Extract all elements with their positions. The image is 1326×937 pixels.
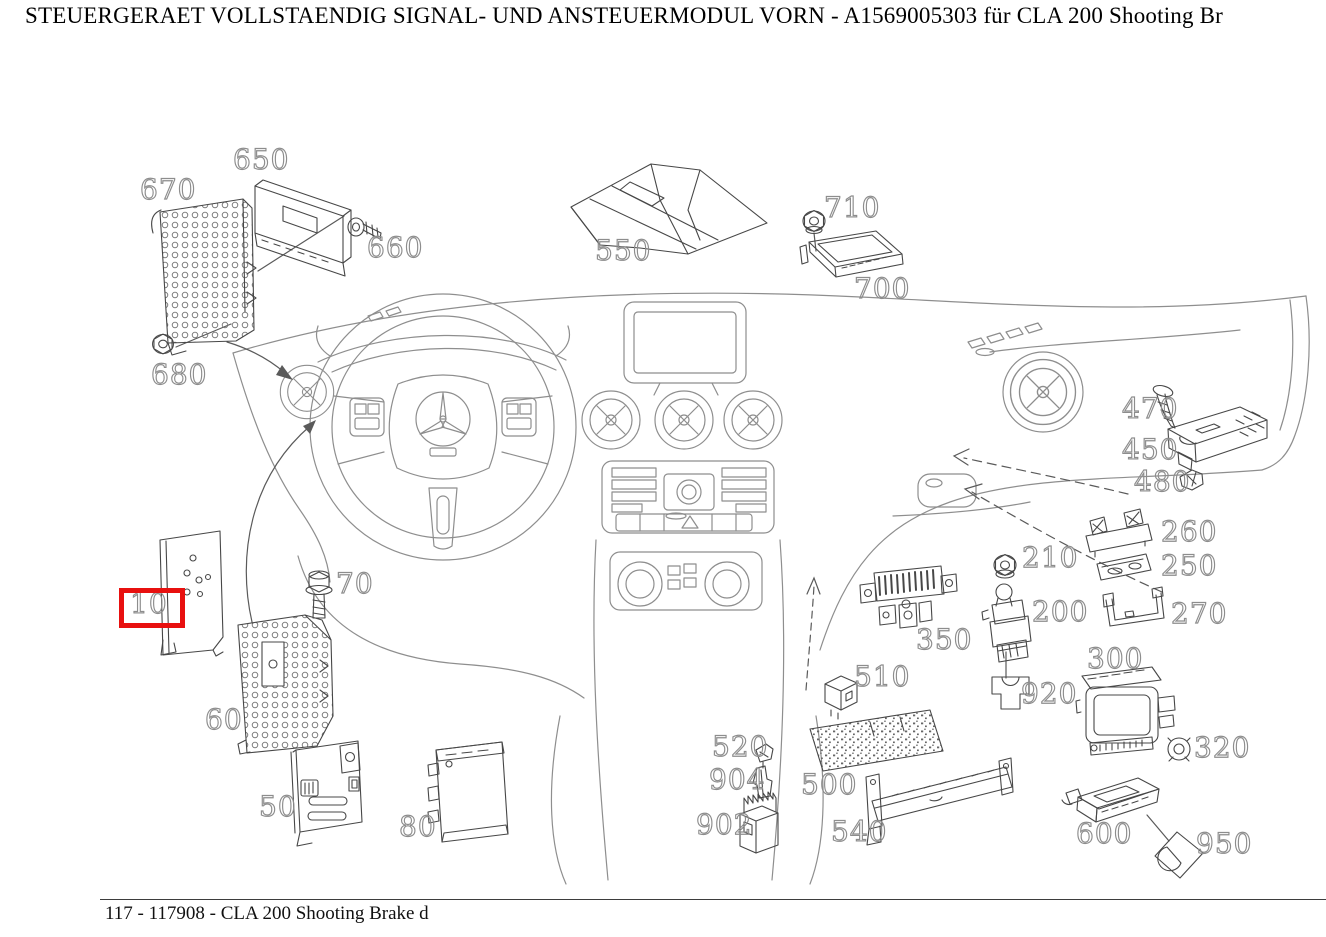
- part-drawing-450: [1167, 406, 1268, 471]
- part-drawing-650: [254, 179, 352, 277]
- lower-console-tunnel: [550, 539, 824, 885]
- part-label-660[interactable]: 660: [366, 231, 424, 264]
- footer-divider: [100, 899, 1326, 900]
- part-label-950[interactable]: 950: [1195, 827, 1253, 860]
- highlight-box: [119, 588, 185, 628]
- part-label-250[interactable]: 250: [1160, 549, 1218, 582]
- part-label-680[interactable]: 680: [150, 358, 208, 391]
- part-label-650[interactable]: 650: [232, 143, 290, 176]
- leader-lines: [175, 215, 1170, 842]
- part-label-500[interactable]: 500: [800, 768, 858, 801]
- part-label-450[interactable]: 450: [1121, 433, 1179, 466]
- page-title: STEUERGERAET VOLLSTAENDIG SIGNAL- UND AN…: [25, 3, 1224, 28]
- part-drawing-300: [1075, 666, 1176, 756]
- glove-box: [892, 473, 1031, 517]
- steering-wheel: [309, 293, 577, 561]
- part-label-700[interactable]: 700: [853, 272, 911, 305]
- part-drawing-500: [809, 709, 944, 772]
- part-label-540[interactable]: 540: [830, 815, 888, 848]
- part-drawing-550: [570, 163, 768, 255]
- part-label-550[interactable]: 550: [594, 234, 652, 267]
- instrument-cluster-hood: [317, 334, 567, 373]
- part-drawing-660: [347, 217, 382, 240]
- part-drawing-270: [1102, 586, 1165, 627]
- part-drawing-350: [859, 565, 958, 629]
- part-drawing-680: [152, 333, 174, 355]
- part-label-80[interactable]: 80: [398, 810, 437, 843]
- part-label-920[interactable]: 920: [1020, 677, 1078, 710]
- part-drawing-540: [865, 757, 1014, 846]
- part-label-200[interactable]: 200: [1031, 595, 1089, 628]
- part-label-10[interactable]: 10: [129, 587, 168, 620]
- part-drawing-200: [981, 583, 1032, 663]
- part-drawing-50: [290, 740, 363, 847]
- part-label-670[interactable]: 670: [139, 173, 197, 206]
- part-label-320[interactable]: 320: [1193, 731, 1251, 764]
- footer-caption: 117 - 117908 - CLA 200 Shooting Brake d: [105, 903, 429, 924]
- part-drawing-950: [1154, 831, 1204, 879]
- part-drawing-670: [151, 198, 257, 356]
- part-label-904[interactable]: 904: [708, 763, 766, 796]
- part-drawing-250: [1096, 553, 1152, 581]
- part-drawing-920: [991, 676, 1030, 710]
- part-label-270[interactable]: 270: [1170, 597, 1228, 630]
- part-label-600[interactable]: 600: [1075, 817, 1133, 850]
- part-drawings: [151, 163, 1268, 879]
- part-drawing-260: [1085, 508, 1153, 558]
- part-drawing-320: [1167, 737, 1191, 762]
- part-drawing-700: [799, 230, 904, 278]
- mercedes-star-icon: [415, 391, 471, 447]
- part-label-470[interactable]: 470: [1121, 392, 1179, 425]
- center-display: [623, 301, 747, 396]
- part-label-50[interactable]: 50: [258, 790, 297, 823]
- part-drawing-60: [237, 614, 334, 755]
- part-label-300[interactable]: 300: [1086, 642, 1144, 675]
- part-drawing-902: [739, 791, 779, 854]
- part-drawing-710: [802, 209, 826, 235]
- defroster-vents: [367, 306, 1043, 357]
- dashboard-illustration: [232, 292, 1310, 885]
- part-drawing-904: [752, 765, 773, 799]
- part-drawing-210: [993, 553, 1017, 579]
- part-drawing-470: [1152, 384, 1176, 429]
- part-drawing-10: [159, 530, 224, 657]
- part-label-520[interactable]: 520: [711, 730, 769, 763]
- part-label-60[interactable]: 60: [204, 703, 243, 736]
- right-air-vent: [1002, 351, 1084, 433]
- part-label-260[interactable]: 260: [1160, 515, 1218, 548]
- part-label-510[interactable]: 510: [853, 660, 911, 693]
- part-label-480[interactable]: 480: [1133, 465, 1191, 498]
- part-drawing-480: [1179, 469, 1204, 491]
- part-label-70[interactable]: 70: [335, 567, 374, 600]
- part-label-710[interactable]: 710: [823, 191, 881, 224]
- part-label-210[interactable]: 210: [1021, 541, 1079, 574]
- part-drawing-80: [427, 741, 509, 843]
- part-drawing-510: [824, 675, 858, 720]
- part-label-350[interactable]: 350: [915, 623, 973, 656]
- part-drawing-70: [305, 570, 333, 619]
- part-drawing-600: [1061, 777, 1160, 823]
- center-console: [601, 460, 775, 534]
- part-label-902[interactable]: 902: [695, 808, 753, 841]
